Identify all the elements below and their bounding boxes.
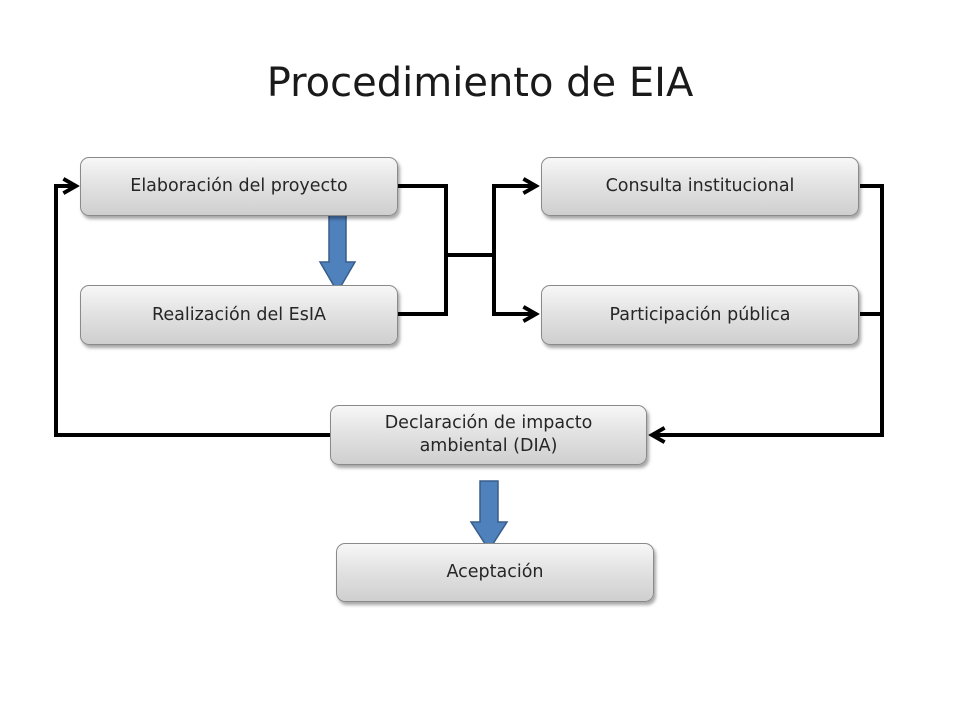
- node-label: Participación pública: [609, 304, 791, 325]
- node-elaboracion-del-proyecto: Elaboración del proyecto: [80, 157, 398, 216]
- down-arrow-dia-to-aceptacion: [469, 480, 509, 552]
- node-label: Elaboración del proyecto: [130, 176, 348, 197]
- merge-connector-bottom: [398, 255, 448, 316]
- node-declaracion-de-impacto-ambiental: Declaración de impacto ambiental (DIA): [330, 405, 647, 465]
- node-aceptacion: Aceptación: [336, 543, 654, 602]
- node-consulta-institucional: Consulta institucional: [541, 157, 859, 216]
- node-participacion-publica: Participación pública: [541, 285, 859, 345]
- connector-consulta-to-dia: [652, 184, 884, 435]
- node-realizacion-del-esia: Realización del EsIA: [80, 285, 398, 345]
- node-label: Consulta institucional: [605, 176, 795, 197]
- split-connector-to-participacion: [492, 255, 536, 314]
- node-label: Realización del EsIA: [152, 304, 326, 325]
- down-arrow-elaboracion-to-realizacion: [318, 209, 357, 294]
- page-title: Procedimiento de EIA: [266, 60, 694, 106]
- node-label: Declaración de impacto ambiental (DIA): [384, 413, 593, 456]
- split-connector-to-consulta: [492, 186, 536, 255]
- feedback-loop-connector: [54, 186, 330, 437]
- node-label: Aceptación: [446, 562, 544, 583]
- merge-connector-top: [398, 184, 496, 257]
